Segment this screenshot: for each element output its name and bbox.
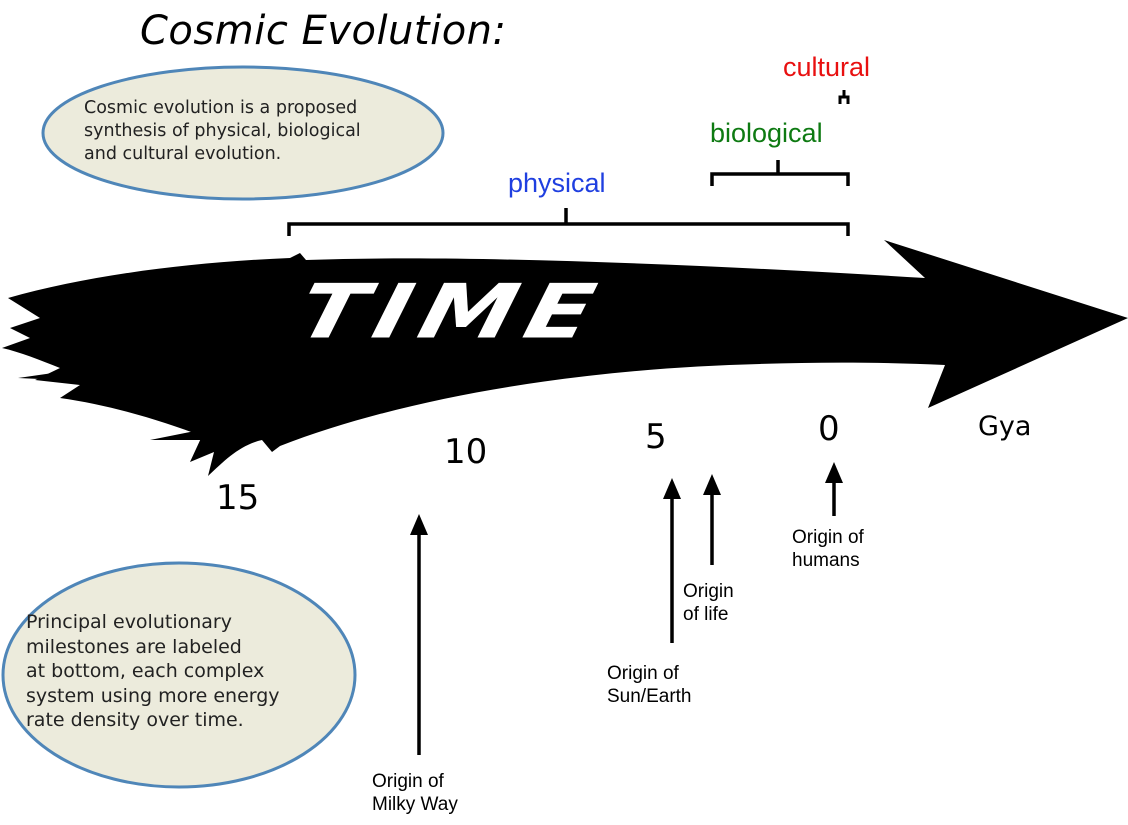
tick-10: 10 [444, 432, 488, 472]
milestone-humans: Origin of humans [792, 527, 864, 571]
page-title: Cosmic Evolution: [140, 8, 507, 54]
milestone-sun-earth: Origin of Sun/Earth [607, 663, 692, 707]
biological-label: biological [710, 118, 823, 148]
time-label: TIME [289, 268, 614, 356]
biological-bracket [710, 160, 850, 186]
tick-0: 0 [818, 409, 840, 449]
life-arrowhead [703, 474, 721, 495]
top-callout-oval [41, 65, 445, 201]
milestone-arrows [410, 462, 843, 755]
humans-arrowhead [825, 462, 843, 483]
tick-15: 15 [216, 478, 260, 518]
physical-label: physical [508, 168, 606, 198]
time-arrow [2, 240, 1128, 476]
milky-way-arrowhead [410, 514, 428, 535]
unit-label: Gya [978, 411, 1032, 442]
milestone-life: Origin of life [683, 581, 734, 625]
bottom-callout-oval [1, 561, 357, 789]
cultural-label: cultural [783, 52, 871, 82]
bottom-callout-text: Principal evolutionary milestones are la… [26, 611, 280, 731]
physical-bracket [287, 208, 850, 236]
sun-earth-arrowhead [663, 478, 681, 499]
top-callout-text: Cosmic evolution is a proposed synthesis… [84, 98, 361, 164]
cultural-bracket [838, 90, 850, 104]
milestone-milky-way: Origin of Milky Way [372, 771, 458, 815]
tick-5: 5 [645, 417, 667, 457]
